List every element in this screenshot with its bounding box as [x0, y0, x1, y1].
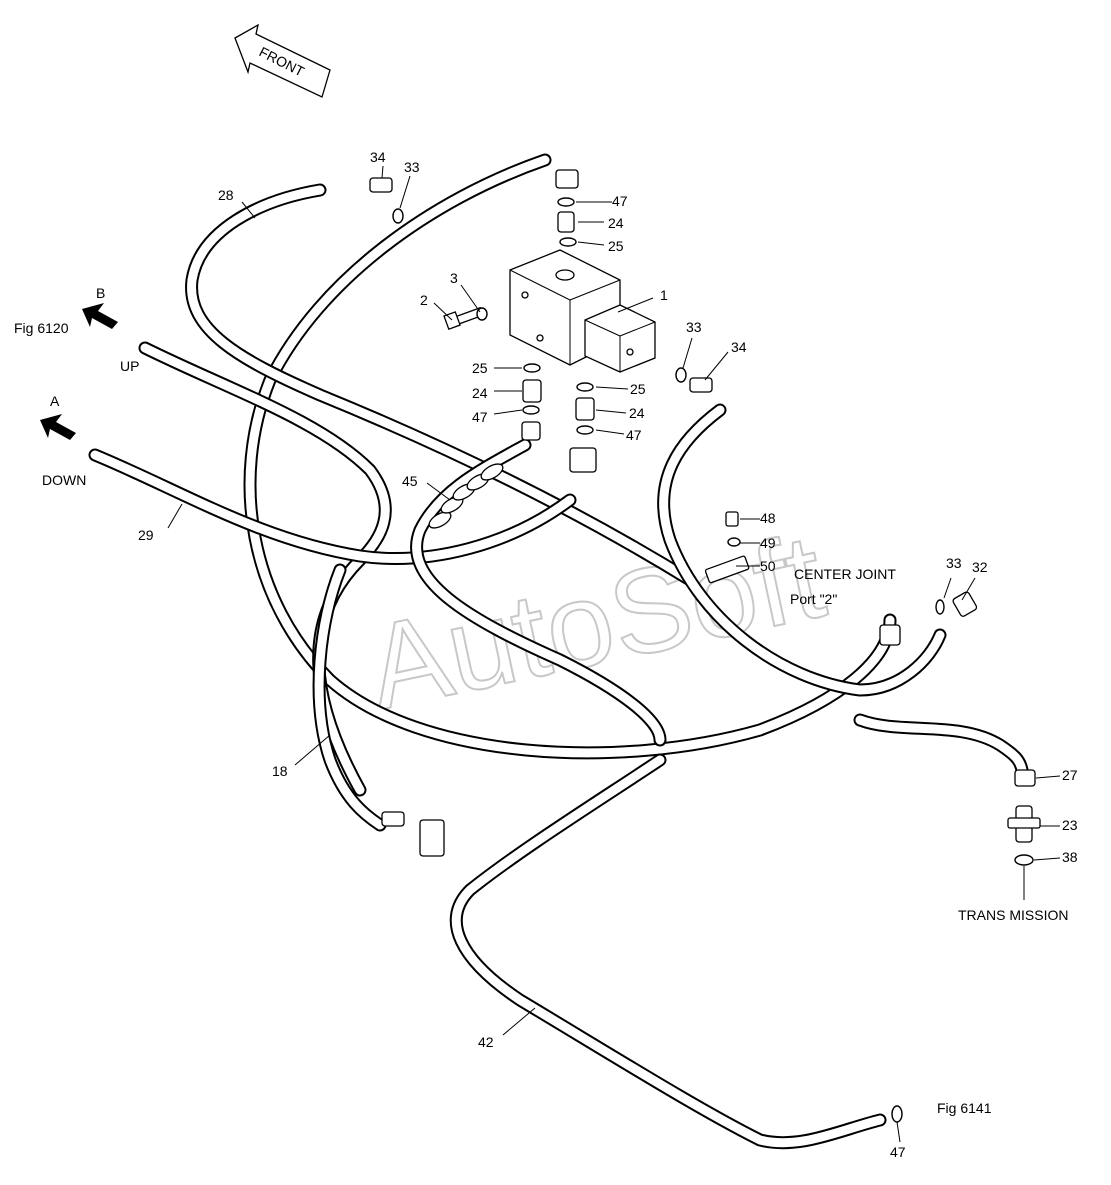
callout-28: 28	[218, 187, 234, 203]
leader-lines	[167, 165, 1061, 1143]
fittings	[369, 169, 1041, 1123]
callout-34-top: 34	[370, 149, 386, 165]
callout-1: 1	[660, 287, 668, 303]
fig-6120-label: Fig 6120	[14, 320, 69, 336]
callout-34-right: 34	[731, 339, 747, 355]
callout-47-left: 47	[472, 409, 488, 425]
callout-29: 29	[138, 527, 154, 543]
callout-33-right: 33	[686, 319, 702, 335]
callout-32: 32	[972, 559, 988, 575]
connection-labels: Fig 6120 Fig 6141 B A UP DOWN CENTER JOI…	[14, 285, 1068, 1116]
front-arrow-icon: FRONT	[234, 23, 331, 98]
callout-33-top: 33	[404, 159, 420, 175]
down-label: DOWN	[42, 472, 86, 488]
arrow-a-icon	[40, 414, 76, 440]
callout-38: 38	[1062, 849, 1078, 865]
callout-33-far-right: 33	[946, 555, 962, 571]
callout-47-top: 47	[612, 193, 628, 209]
fig-6141-label: Fig 6141	[937, 1100, 992, 1116]
callout-2: 2	[420, 292, 428, 308]
callout-24-right: 24	[629, 405, 645, 421]
callout-47-bottom: 47	[890, 1144, 906, 1160]
valve-block	[509, 249, 656, 373]
hoses	[88, 153, 1029, 1150]
callout-48: 48	[760, 510, 776, 526]
up-label: UP	[120, 358, 139, 374]
callout-25-top: 25	[608, 238, 624, 254]
callout-24-top: 24	[608, 215, 624, 231]
arrow-a-label: A	[50, 393, 60, 409]
callout-23: 23	[1062, 817, 1078, 833]
callout-18: 18	[272, 763, 288, 779]
callout-25-right: 25	[630, 381, 646, 397]
callout-24-left: 24	[472, 385, 488, 401]
callout-50: 50	[760, 558, 776, 574]
arrow-b-icon	[82, 303, 118, 329]
arrow-b-label: B	[96, 285, 105, 301]
port-label: Port "2"	[790, 591, 837, 607]
center-joint-label: CENTER JOINT	[794, 566, 896, 582]
callout-47-right: 47	[626, 427, 642, 443]
callout-45: 45	[402, 473, 418, 489]
callout-49: 49	[760, 535, 776, 551]
callout-labels: 1 2 3 18 23 24 24 24 25 25 25 27 28 29 3…	[138, 149, 1078, 1160]
trans-mission-label: TRANS MISSION	[958, 907, 1068, 923]
callout-3: 3	[450, 270, 458, 286]
callout-27: 27	[1062, 767, 1078, 783]
callout-42: 42	[478, 1034, 494, 1050]
callout-25-left: 25	[472, 360, 488, 376]
